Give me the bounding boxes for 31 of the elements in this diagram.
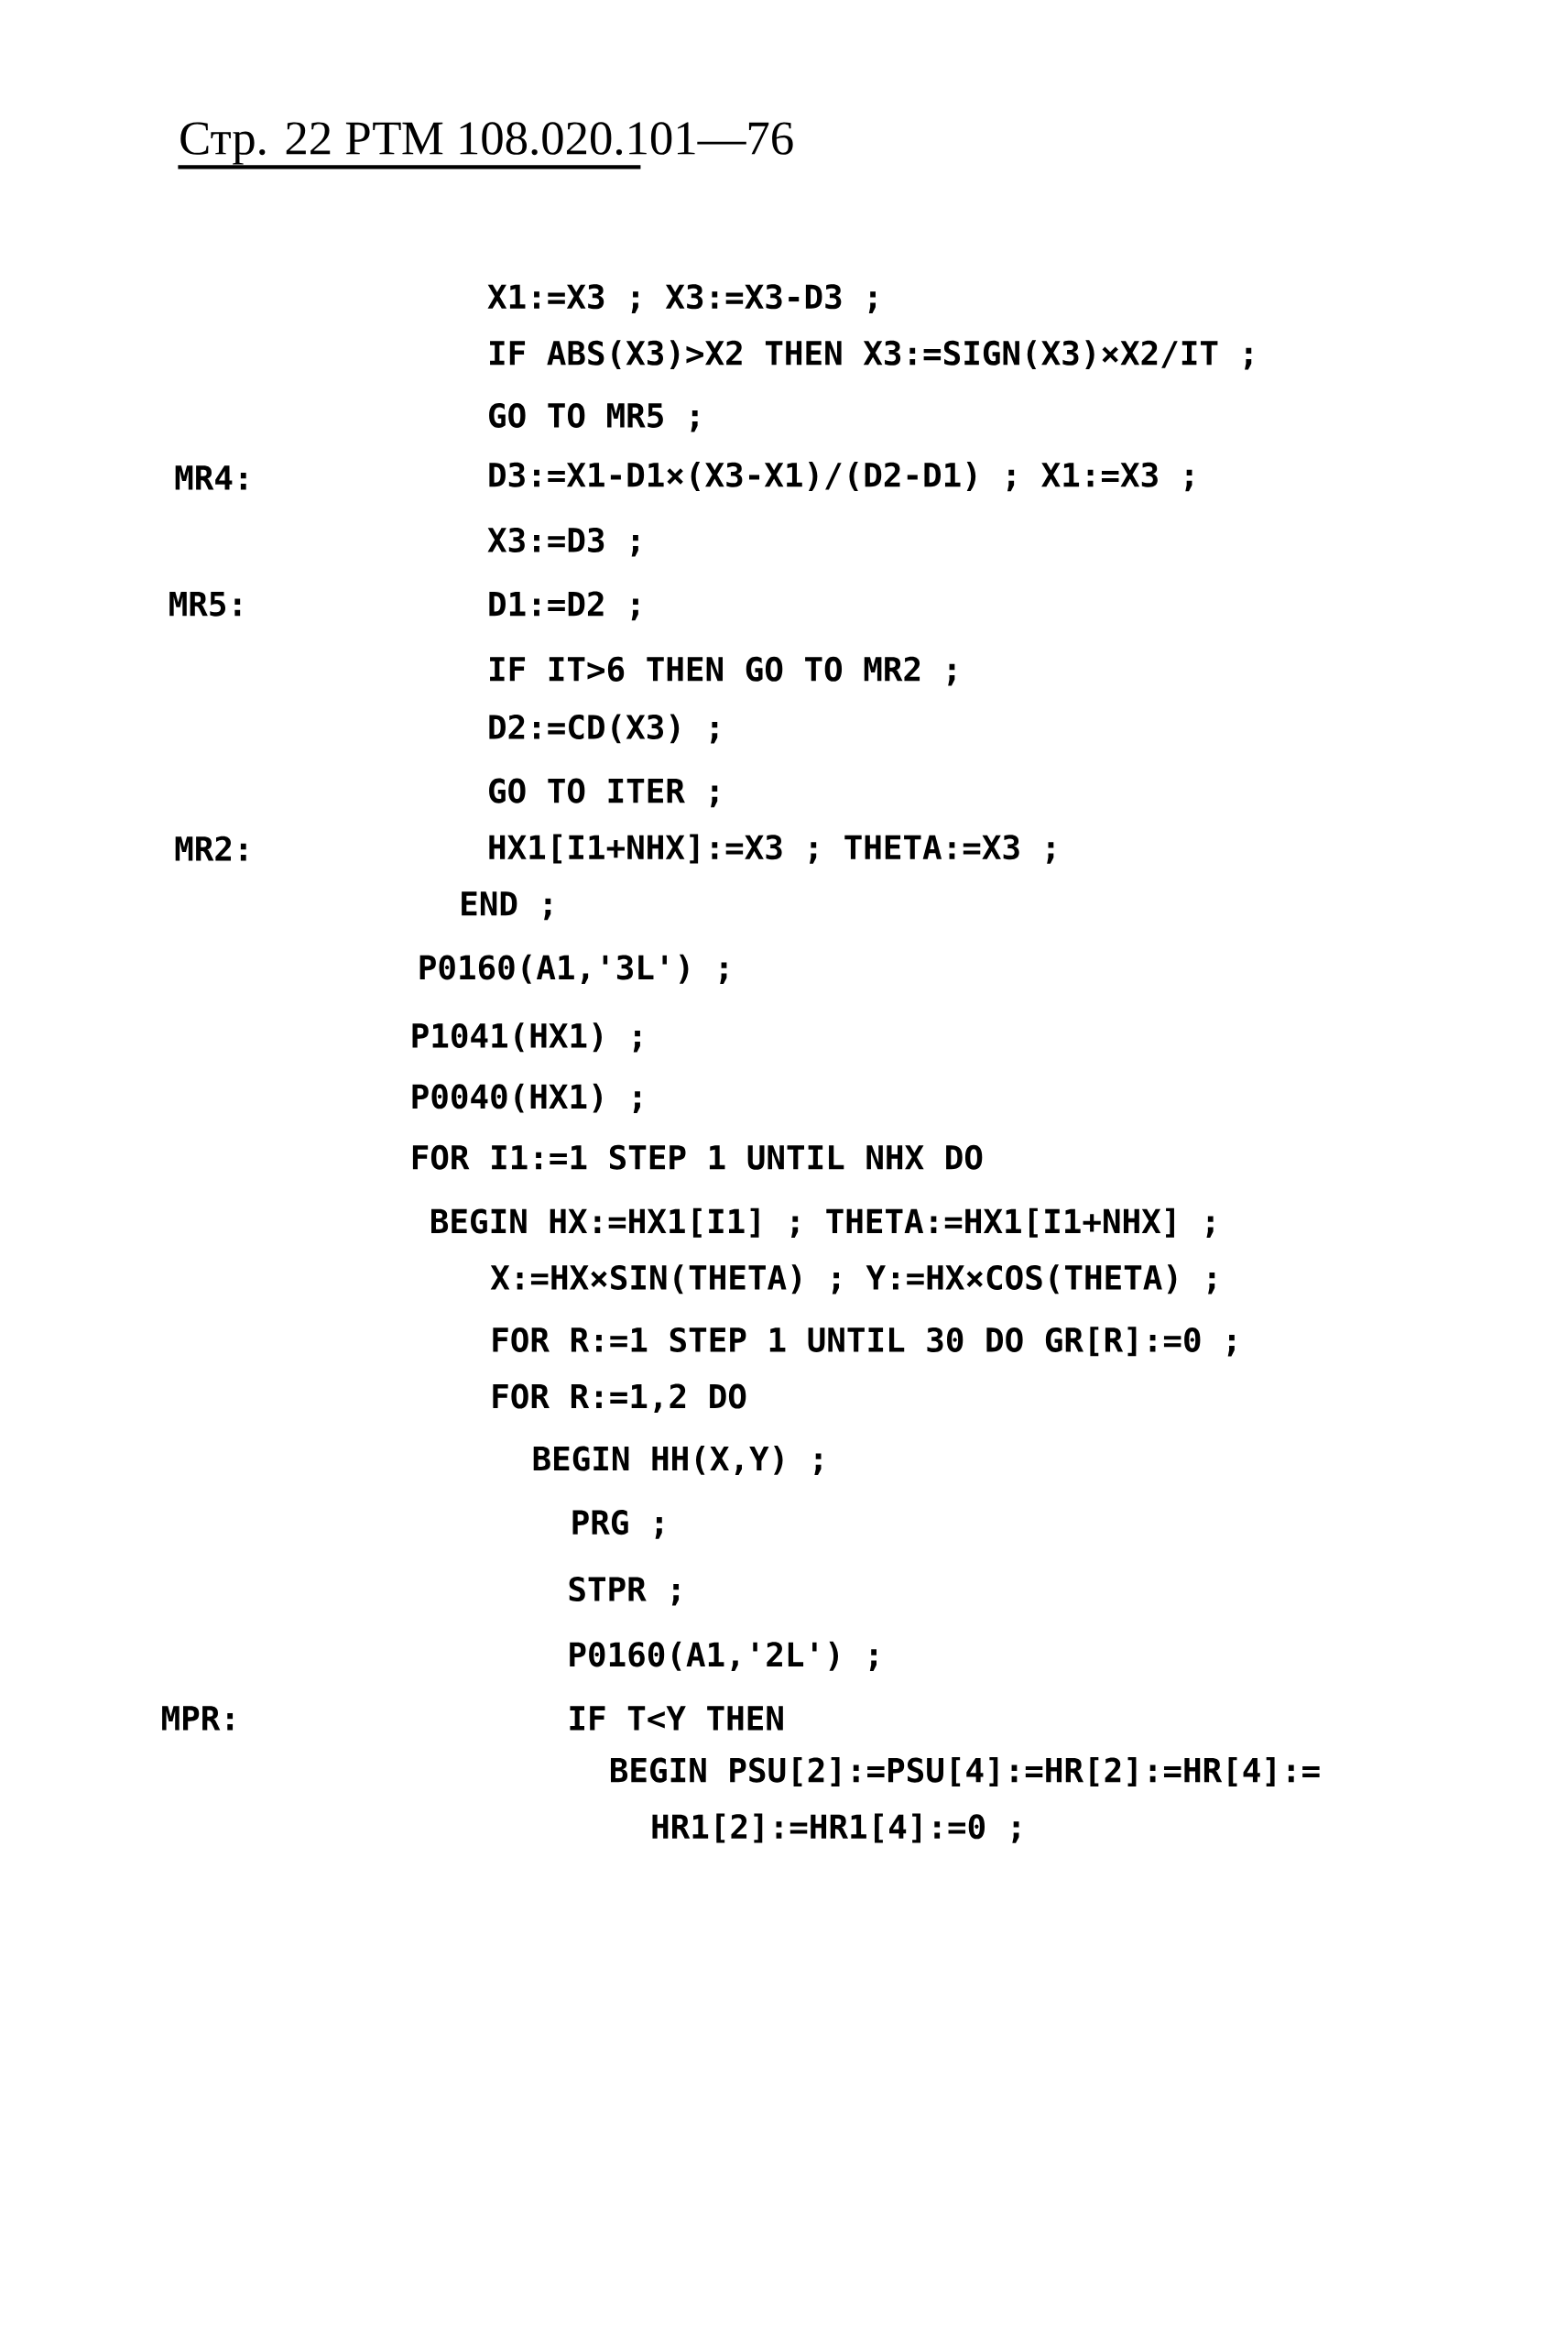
code-line: X:=HX×SIN(THETA) ; Y:=HX×COS(THETA) ;	[490, 1264, 1215, 1295]
code-line: BEGIN HX:=HX1[I1] ; THETA:=HX1[I1+NHX] ;	[431, 1207, 1214, 1238]
code-line: IF T<Y THEN	[570, 1706, 783, 1731]
code-line: STPR ;	[569, 1577, 680, 1606]
code-line: IF ABS(X3)>X2 THEN X3:=SIGN(X3)×X2/IT ;	[490, 340, 1252, 370]
code-line: GO TO MR5 ;	[489, 402, 698, 432]
code-line: FOR I1:=1 STEP 1 UNTIL NHX DO	[412, 1144, 983, 1170]
code-line: X1:=X3 ; X3:=X3-D3 ;	[487, 284, 876, 313]
code-line: X3:=D3 ;	[487, 527, 638, 557]
code-line: P0160(A1,'3L') ;	[419, 954, 727, 984]
page-header: Стр. 22 РТМ 108.020.101—76	[180, 122, 793, 165]
code-line: D3:=X1-D1×(X3-X1)/(D2-D1) ; X1:=X3 ;	[489, 462, 1192, 492]
code-line: BEGIN PSU[2]:=PSU[4]:=HR[2]:=HR[4]:=	[611, 1756, 1320, 1786]
line-label: MPR:	[162, 1706, 234, 1731]
line-label: MR5:	[169, 592, 241, 617]
line-label: MR2:	[175, 836, 246, 861]
code-line: PRG ;	[572, 1510, 662, 1539]
code-line: IF IT>6 THEN GO TO MR2 ;	[490, 656, 955, 686]
code-line: D1:=D2 ;	[489, 591, 638, 621]
code-line: BEGIN HH(X,Y) ;	[533, 1445, 822, 1476]
code-line: HX1[I1+NHX]:=X3 ; THETA:=X3 ;	[489, 834, 1054, 864]
code-line: GO TO ITER ;	[489, 778, 718, 808]
code-line: FOR R:=1,2 DO	[493, 1383, 746, 1414]
code-line: P1041(HX1) ;	[412, 1022, 640, 1053]
code-line: P0160(A1,'2L') ;	[570, 1641, 877, 1671]
code-line: D2:=CD(X3) ;	[489, 714, 718, 744]
code-line: HR1[2]:=HR1[4]:=0 ;	[652, 1813, 1019, 1843]
line-label: MR4:	[175, 465, 246, 490]
code-line: FOR R:=1 STEP 1 UNTIL 30 DO GR[R]:=0 ;	[493, 1327, 1235, 1357]
code-line: P0040(HX1) ;	[412, 1083, 640, 1113]
code-line: END ;	[462, 891, 551, 921]
